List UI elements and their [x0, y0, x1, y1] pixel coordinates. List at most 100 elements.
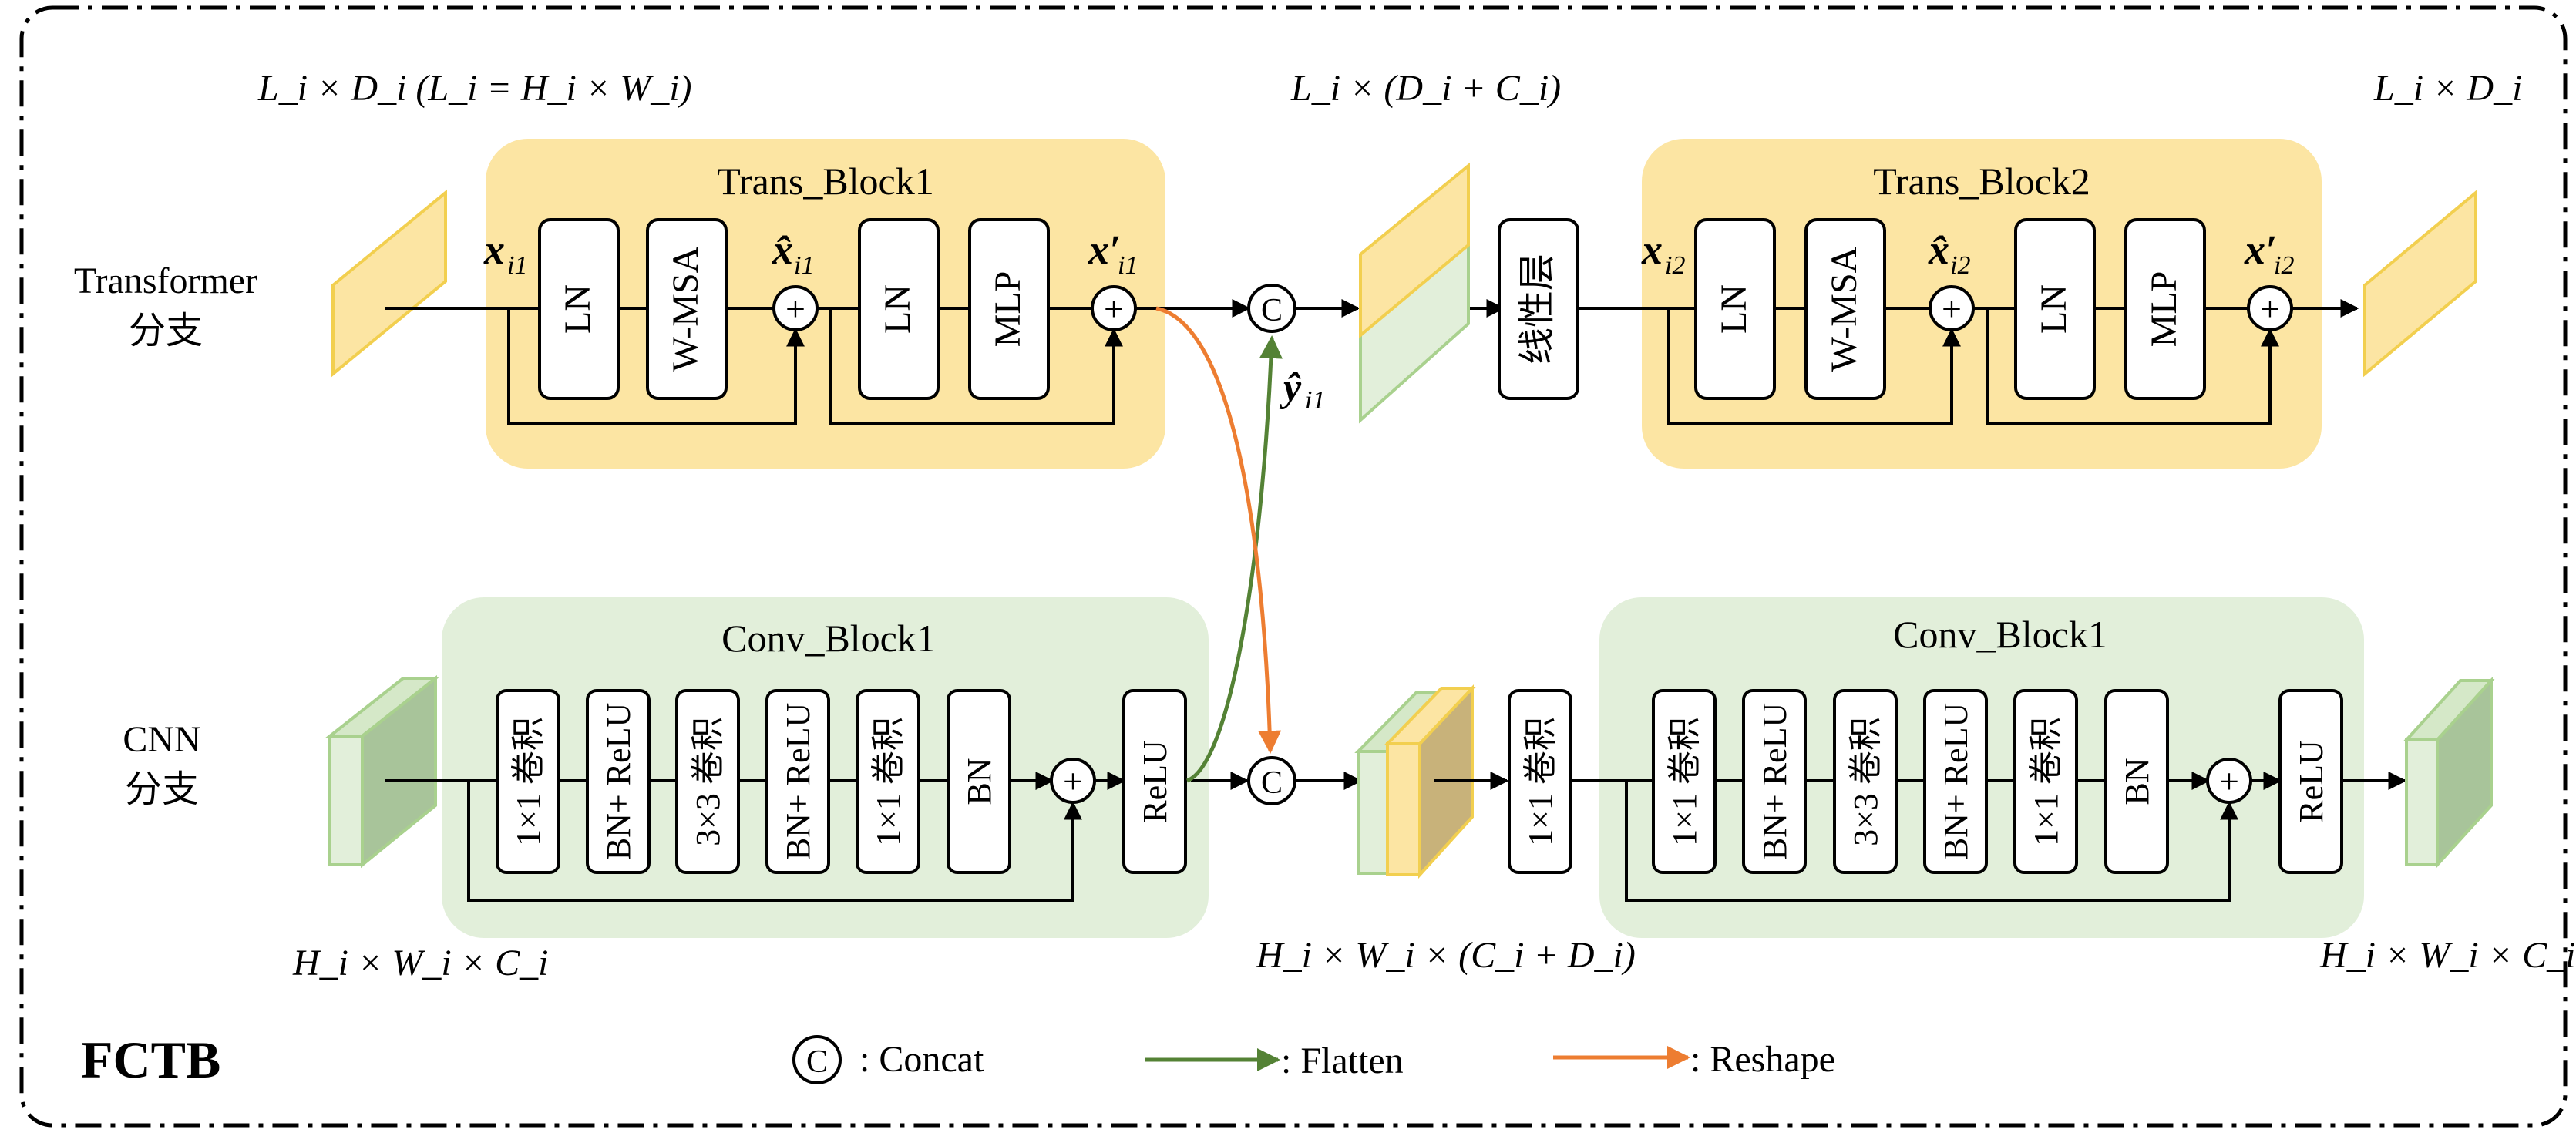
- var-xprime-i1: x′: [1088, 227, 1121, 273]
- var-x-i1-sub: i1: [507, 251, 527, 280]
- dim-trans-mid: L_i × (D_i + C_i): [1290, 68, 1561, 109]
- legend-concat-icon-symbol: C: [806, 1044, 828, 1080]
- transformer-branch-sub: 分支: [129, 311, 203, 351]
- conv-b1-relu-label: ReLU: [1136, 740, 1174, 823]
- outer-frame: [19, 5, 2568, 1128]
- concat-top: [1247, 284, 1296, 333]
- var-xhat-i2-sub: i2: [1950, 251, 1970, 280]
- cnn-branch-label: CNN: [123, 719, 200, 760]
- conv-b2-op5: 1×1 卷积: [2013, 689, 2078, 874]
- legend-concat-label: : Concat: [859, 1039, 984, 1080]
- trans-b1-wmsa-label: W-MSA: [665, 246, 706, 372]
- conv-b1-op1: 1×1 卷积: [496, 689, 560, 874]
- var-x-i2-sub: i2: [1665, 251, 1685, 280]
- conv-b2-op5-label: 1×1 卷积: [2027, 717, 2065, 846]
- trans-b2-add2-symbol: +: [2260, 289, 2280, 328]
- conv-b2-add: [2206, 758, 2252, 804]
- linear-layer-label: 线性层: [1517, 254, 1558, 365]
- cnn-input-feature: [325, 674, 440, 869]
- concat-bottom-symbol: C: [1261, 765, 1283, 801]
- trans-b1-add2: [1091, 285, 1137, 331]
- conv-b2-op1: 1×1 卷积: [1652, 689, 1717, 874]
- concat-feature-cube: [1354, 684, 1476, 879]
- conv-b1-op6-label: BN: [960, 758, 998, 805]
- conv-b1-op4-label: BN+ ReLU: [779, 703, 817, 860]
- var-xprime-i2: x′: [2244, 227, 2277, 273]
- trans-b2-ln1-label: LN: [1713, 284, 1754, 334]
- cnn-branch-sub: 分支: [125, 769, 199, 810]
- var-xhat-i1-sub: i1: [794, 251, 814, 280]
- trans-b2-ln2: [2014, 218, 2096, 400]
- conv-b1-op5-label: 1×1 卷积: [869, 717, 907, 846]
- conv-b2-op3-label: 3×3 卷积: [1847, 717, 1885, 846]
- trans-b2-wmsa-label: W-MSA: [1824, 246, 1865, 372]
- trans-b1-add1: [772, 285, 819, 331]
- conv-block2-title: Conv_Block1: [1893, 613, 2107, 656]
- trans-b2-add1: [1929, 285, 1975, 331]
- var-y-i1: ŷ: [1279, 366, 1302, 410]
- trans-b2-wmsa: [1804, 218, 1886, 400]
- conv-b1-relu: ReLU: [1122, 689, 1187, 874]
- conv-b2-add-symbol: +: [2219, 761, 2239, 801]
- concat-bottom: [1247, 756, 1296, 805]
- trans-b1-residual-1: [507, 308, 805, 425]
- trans-b1-ln2: [858, 218, 940, 400]
- transformer-branch-label: Transformer: [74, 261, 257, 301]
- legend-flatten-label: : Flatten: [1281, 1041, 1404, 1081]
- trans-b1-residual-2: [829, 308, 1123, 425]
- trans-input-tokens: [331, 189, 447, 378]
- trans-b2-ln1: [1694, 218, 1776, 400]
- concat-tokens-yellow: [1359, 162, 1470, 339]
- conv-b1-op5: 1×1 卷积: [856, 689, 920, 874]
- var-xhat-i2: x̂: [1928, 227, 1949, 273]
- dim-cnn-out: H_i × W_i × C_i: [2319, 935, 2575, 976]
- mid-conv: 1×1 卷积: [1508, 689, 1572, 874]
- conv-b2-relu-label: ReLU: [2292, 740, 2330, 823]
- trans-b2-mlp: [2124, 218, 2206, 400]
- trans-b1-wmsa: [646, 218, 728, 400]
- trans-b1-ln2-label: LN: [877, 284, 918, 334]
- trans-b2-ln2-label: LN: [2033, 284, 2074, 334]
- conv-b2-op3: 3×3 卷积: [1833, 689, 1898, 874]
- var-xhat-i1: x̂: [772, 227, 793, 273]
- mid-conv-label: 1×1 卷积: [1522, 717, 1559, 846]
- conv-b1-op1-label: 1×1 卷积: [509, 717, 547, 846]
- cnn-b2-residual: [1625, 781, 2238, 902]
- conv-b2-op4: BN+ ReLU: [1923, 689, 1988, 874]
- conv-b2-op2: BN+ ReLU: [1742, 689, 1807, 874]
- trans-b1-add1-symbol: +: [785, 289, 805, 328]
- trans-block1-title: Trans_Block1: [717, 160, 934, 203]
- legend-reshape-label: : Reshape: [1690, 1039, 1835, 1080]
- conv-b1-op6: BN: [947, 689, 1011, 874]
- conv-b1-op4: BN+ ReLU: [765, 689, 830, 874]
- dim-cnn-in: H_i × W_i × C_i: [292, 943, 548, 983]
- conv-block1-title: Conv_Block1: [721, 617, 936, 660]
- trans-b1-mlp-label: MLP: [987, 271, 1028, 348]
- dim-trans-out: L_i × D_i: [2373, 68, 2522, 109]
- conv-b1-op2: BN+ ReLU: [586, 689, 651, 874]
- conv-b1-add: [1050, 758, 1096, 804]
- conv-b2-op4-label: BN+ ReLU: [1937, 703, 1975, 860]
- trans-b2-mlp-label: MLP: [2144, 271, 2184, 348]
- trans-b2-residual-1: [1667, 308, 1961, 425]
- conv-b2-relu: ReLU: [2278, 689, 2343, 874]
- var-y-i1-sub: i1: [1305, 386, 1325, 415]
- conv-b2-op2-label: BN+ ReLU: [1756, 703, 1794, 860]
- reshape-arrow: [1155, 306, 1282, 754]
- trans-b2-residual-2: [1986, 308, 2279, 425]
- trans-b1-mlp: [968, 218, 1050, 400]
- conv-b1-op3: 3×3 卷积: [675, 689, 740, 874]
- conv-b1-add-symbol: +: [1063, 761, 1083, 801]
- conv-b2-op6: BN: [2104, 689, 2169, 874]
- trans-b2-add1-symbol: +: [1942, 289, 1962, 328]
- cnn-b1-residual: [467, 781, 1082, 902]
- flatten-arrow: [1185, 335, 1283, 783]
- trans-b1-add2-symbol: +: [1104, 289, 1124, 328]
- concat-top-symbol: C: [1261, 293, 1283, 328]
- conv-b2-op1-label: 1×1 卷积: [1666, 717, 1703, 846]
- dim-trans-in: L_i × D_i (L_i = H_i × W_i): [257, 68, 692, 109]
- conv-b1-op3-label: 3×3 卷积: [689, 717, 727, 846]
- cnn-output-feature: [2403, 676, 2495, 869]
- var-x-i1: x: [483, 227, 505, 273]
